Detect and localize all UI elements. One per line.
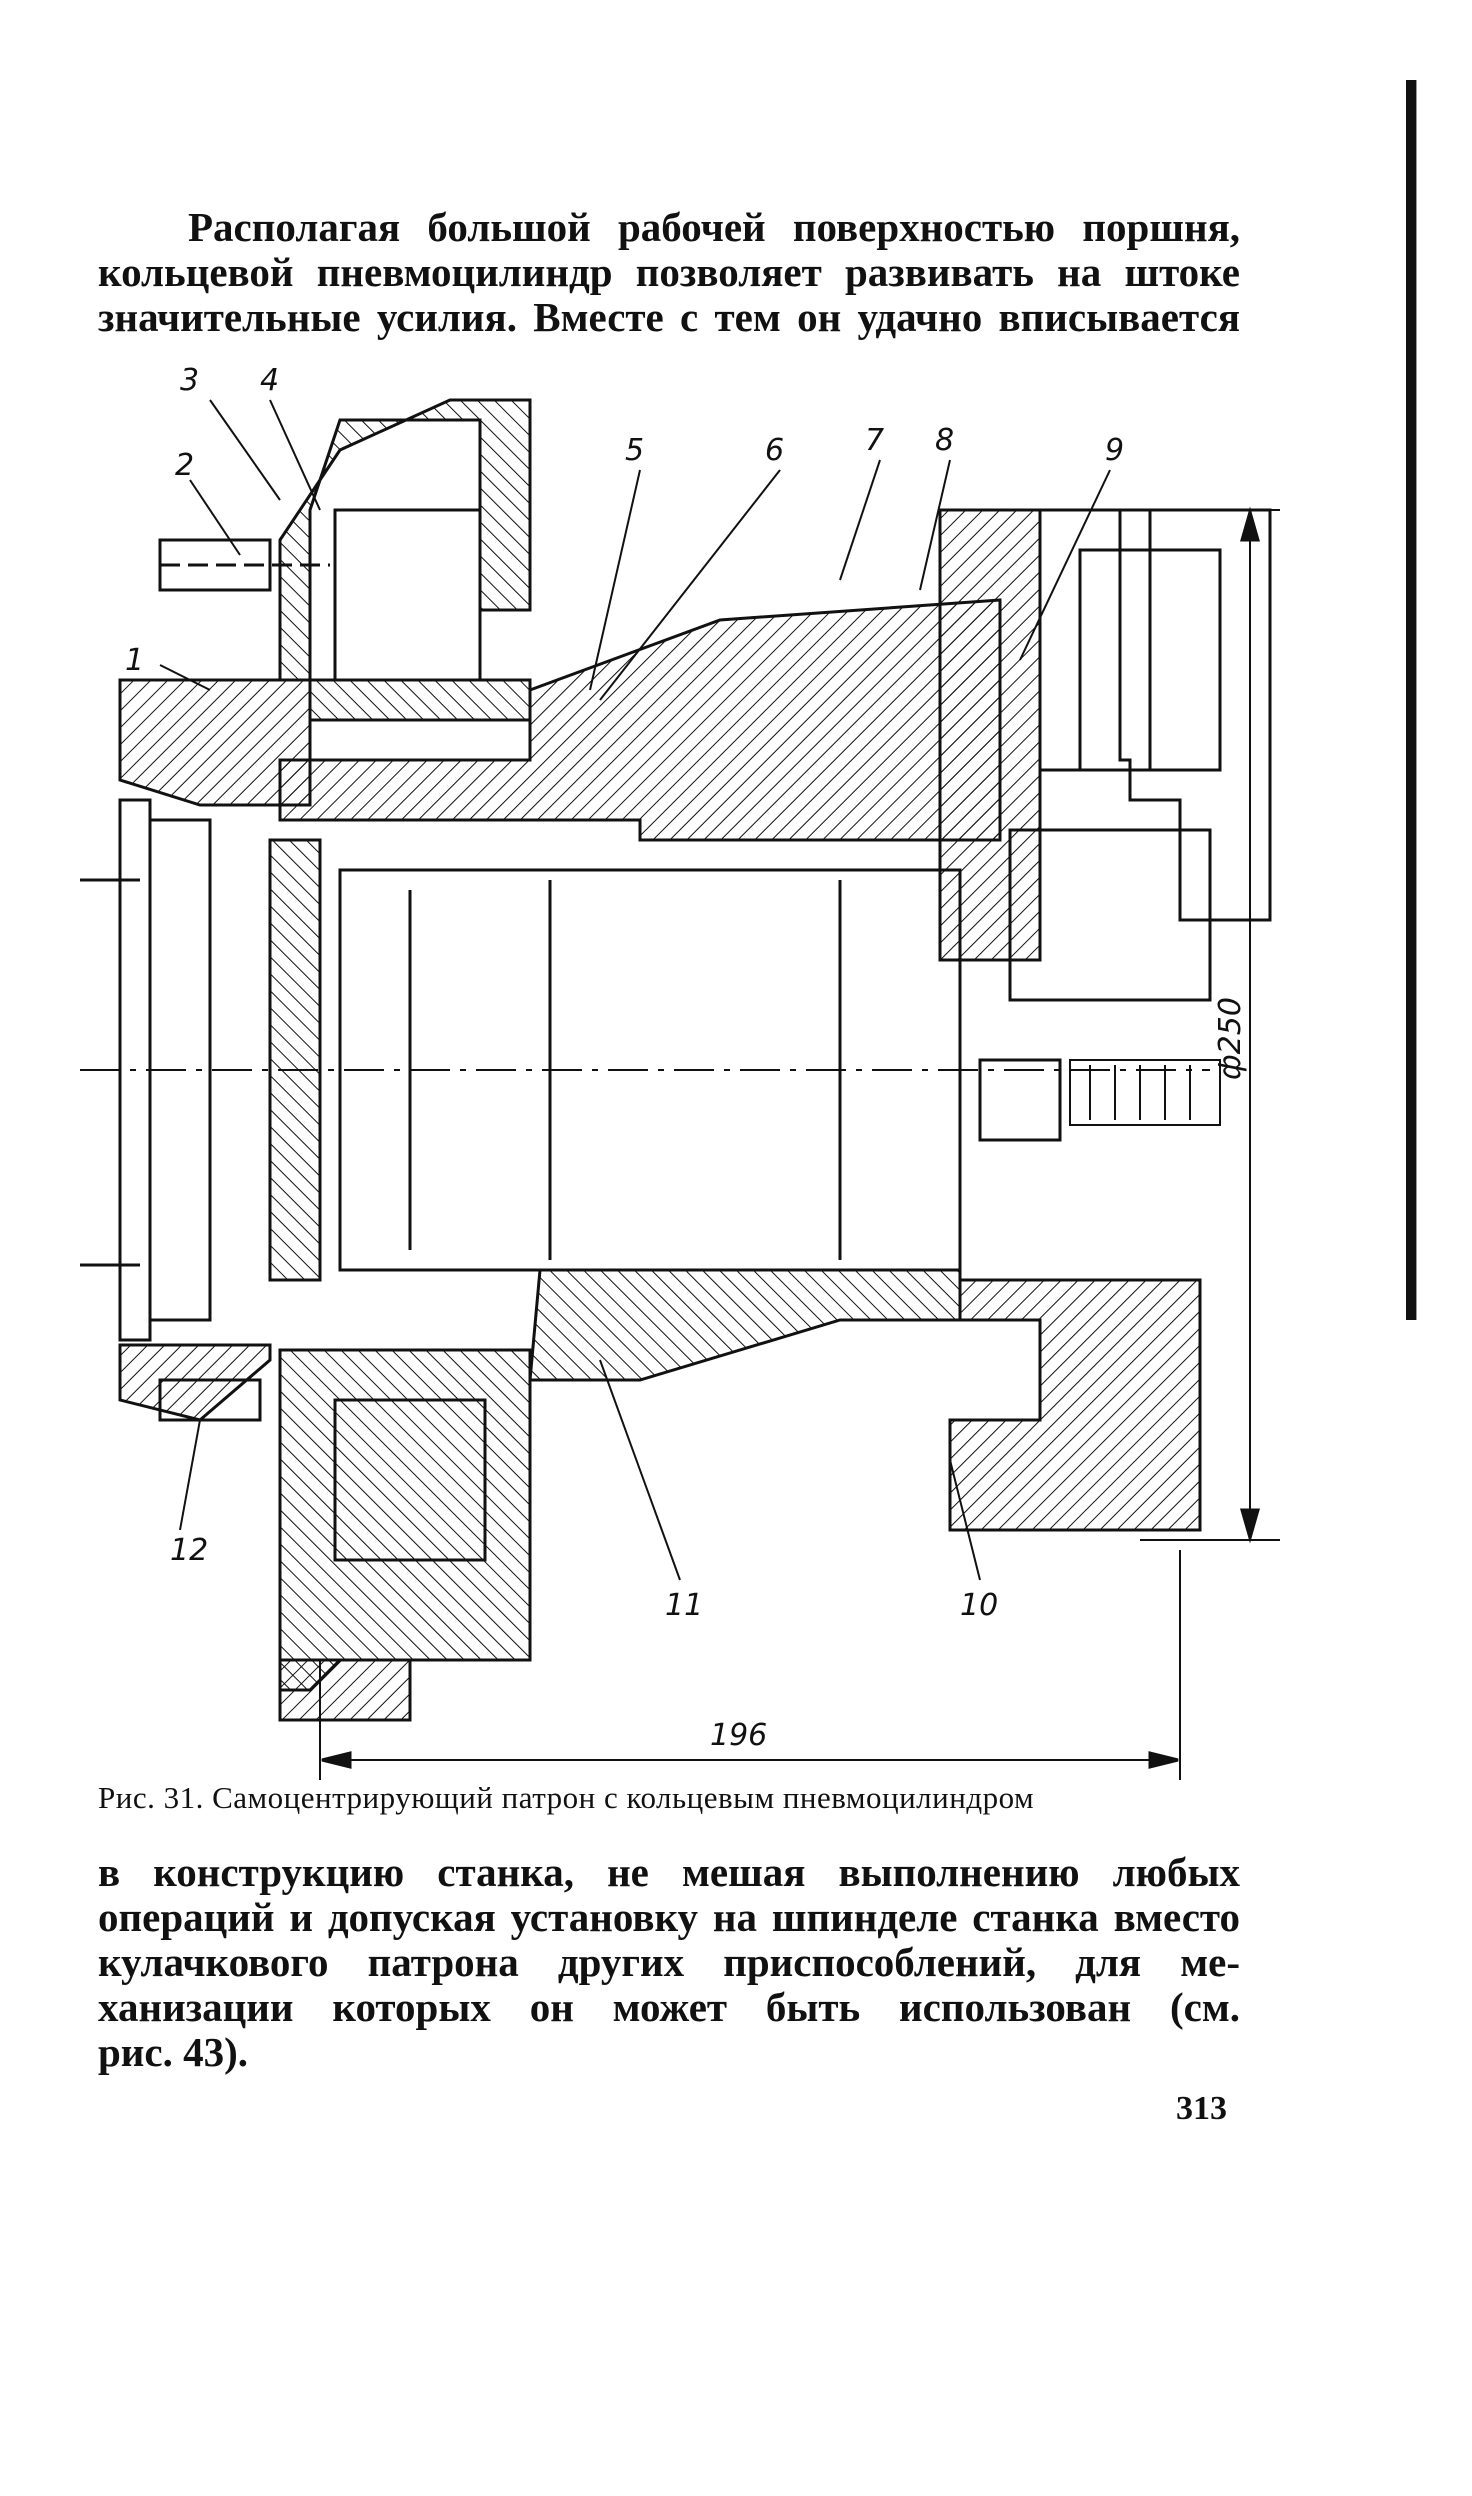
callout-3: 3 xyxy=(180,363,199,398)
callout-labels: 3 4 2 1 5 6 7 8 9 10 11 12 196 ф250 xyxy=(125,363,1248,1753)
callout-6: 6 xyxy=(765,433,784,468)
callout-7: 7 xyxy=(865,423,884,458)
text-line: рис. 43). xyxy=(98,2029,249,2075)
text-line: кулачкового патрона других приспособлени… xyxy=(98,1939,1240,1985)
paragraph-top: Располагая большой рабочей поверхностью … xyxy=(98,205,1240,340)
paragraph-bottom: в конструкцию станка, не мешая выполнени… xyxy=(98,1850,1240,2075)
callout-4: 4 xyxy=(260,363,279,398)
figure-chuck-drawing: 3 4 2 1 5 6 7 8 9 10 11 12 196 ф250 xyxy=(80,360,1280,1780)
text-line: значительные усилия. Вместе с тем он уда… xyxy=(98,294,1240,340)
scan-edge xyxy=(1406,80,1416,1320)
text-line: кольцевой пневмоцилиндр позволяет развив… xyxy=(98,249,1240,295)
text-line: в конструкцию станка, не мешая выполнени… xyxy=(98,1849,1240,1895)
callout-8: 8 xyxy=(935,423,954,458)
callout-9: 9 xyxy=(1105,433,1124,468)
callout-1: 1 xyxy=(125,643,144,678)
text-line: Располагая большой рабочей поверхностью … xyxy=(188,204,1240,250)
technical-drawing: 3 4 2 1 5 6 7 8 9 10 11 12 196 ф250 xyxy=(80,363,1280,1780)
text-line: ханизации которых он может быть использо… xyxy=(98,1984,1240,2030)
text-line: операций и допуская установку на шпиндел… xyxy=(98,1894,1240,1940)
scan-edge-shadow xyxy=(1416,80,1417,1320)
page-number: 313 xyxy=(1176,2090,1227,2127)
callout-12: 12 xyxy=(170,1533,208,1568)
dimension-length-label: 196 xyxy=(710,1718,767,1753)
callout-2: 2 xyxy=(175,448,194,483)
figure-caption: Рис. 31. Самоцентрирующий патрон с кольц… xyxy=(98,1780,1035,1815)
callout-5: 5 xyxy=(625,433,644,468)
callout-11: 11 xyxy=(665,1588,703,1623)
callout-10: 10 xyxy=(960,1588,998,1623)
dimension-diameter-label: ф250 xyxy=(1213,997,1248,1080)
